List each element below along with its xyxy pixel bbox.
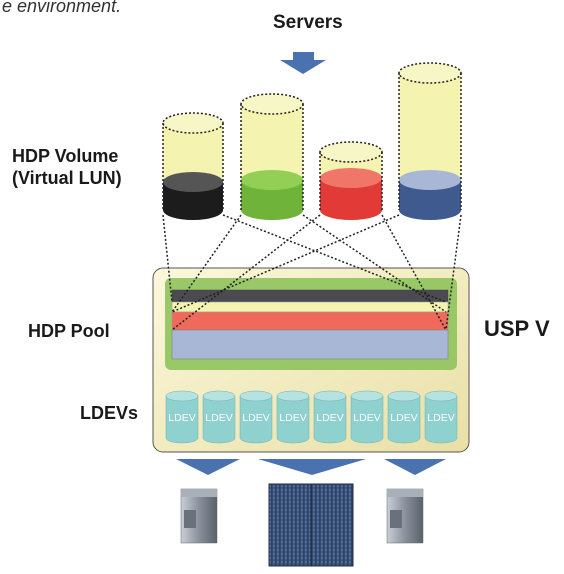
ldev-cylinder: LDEV <box>424 390 458 444</box>
mapping-lines <box>162 214 462 331</box>
pool-segment-red <box>171 311 449 331</box>
arrow-down-center-icon <box>258 459 366 475</box>
ldev-label: LDEV <box>390 412 417 424</box>
ldev-label: LDEV <box>242 412 269 424</box>
ldev-label: LDEV <box>168 412 195 424</box>
server-right-icon <box>386 488 424 544</box>
volume-cylinder-red <box>319 141 383 220</box>
hdp-pool-label: HDP Pool <box>28 321 110 341</box>
ldev-cylinder: LDEV <box>202 390 236 444</box>
server-left-icon <box>180 488 218 544</box>
servers-label: Servers <box>273 12 343 33</box>
ldev-label: LDEV <box>205 412 232 424</box>
ldev-cylinder: LDEV <box>276 390 310 444</box>
ldevs-label: LDEVs <box>80 403 139 423</box>
ldev-cylinder: LDEV <box>239 390 273 444</box>
volume-cylinder-black <box>162 112 224 220</box>
ldev-cylinder: LDEV <box>165 390 199 444</box>
ldev-label: LDEV <box>316 412 343 424</box>
volume-cylinder-blue <box>398 62 462 220</box>
ldev-label: LDEV <box>279 412 306 424</box>
ldev-label: LDEV <box>353 412 380 424</box>
ldev-cylinder: LDEV <box>350 390 384 444</box>
ldev-cylinder: LDEV <box>313 390 347 444</box>
ldev-cylinder: LDEV <box>387 390 421 444</box>
pool-segment-yellow <box>171 301 449 313</box>
server-center-icon <box>268 483 354 567</box>
servers-arrow-icon <box>280 52 326 74</box>
usp-v-label: USP V <box>484 316 550 341</box>
pool-segment-blue <box>171 329 449 360</box>
volume-cylinder-green <box>240 93 304 220</box>
arrow-down-left-icon <box>176 459 240 475</box>
ldev-cylinders: LDEV LDEV LDEV LDEV LDEV LDEV LDEV LDEV <box>165 390 458 444</box>
pool-segment-black <box>171 289 449 303</box>
bottom-arrows <box>176 459 446 475</box>
ldev-label: LDEV <box>427 412 454 424</box>
caption-text: e environment. <box>2 0 122 16</box>
arrow-down-right-icon <box>384 459 446 475</box>
hdp-pool <box>165 278 457 370</box>
hdp-volume-cylinders <box>162 62 462 220</box>
hdp-volume-label: HDP Volume <box>12 146 119 166</box>
hdp-volume-sub-label: (Virtual LUN) <box>12 168 122 188</box>
